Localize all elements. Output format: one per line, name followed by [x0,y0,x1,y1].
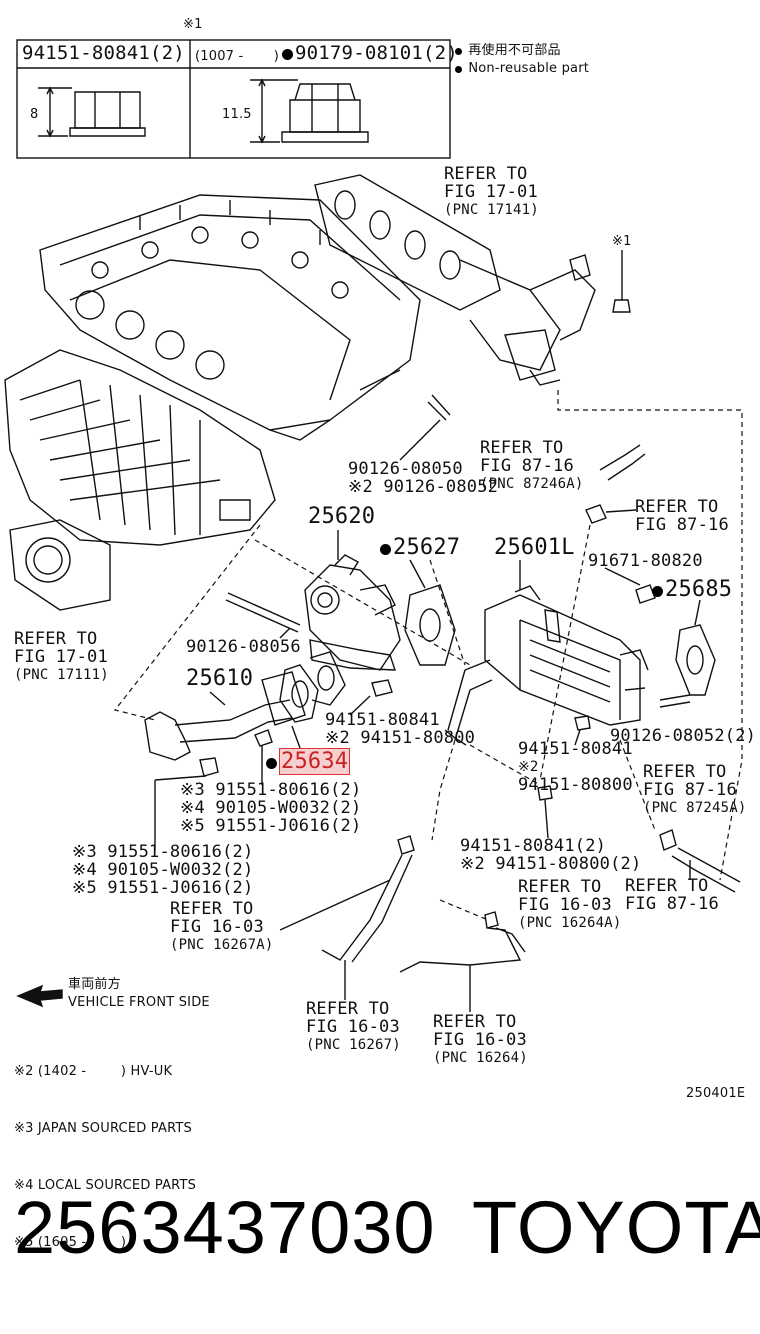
label-90126-08050: 90126-08050※2 90126-08052 [348,459,499,497]
non-reusable-dot-icon [652,586,663,597]
nut-drawing-c [574,715,591,731]
label-25610: 25610 [186,666,254,691]
clamp-drawing-a [397,835,415,855]
gasket-drawing-c [675,624,716,696]
label-94151-mid: 94151-80841※2 94151-80800 [325,710,476,748]
label-25685: 25685 [652,579,732,601]
footnote: ※3 JAPAN SOURCED PARTS [14,1121,192,1136]
clamp-drawing-b [484,911,499,929]
label-90126-08056: 90126-08056 [186,637,301,657]
legend-top-mark: ※1 [183,17,203,32]
label-x1-right: ※1 [612,234,632,249]
label-25601L: 25601L [494,535,575,560]
label-94151-lower: 94151-80841(2)※2 94151-80800(2) [460,836,642,874]
front-side-en: VEHICLE FRONT SIDE [68,995,210,1010]
non-reusable-dot-icon [282,49,293,60]
label-91671-80820: 91671-80820 [588,551,703,571]
bullet-dot-icon [455,66,462,73]
cylinder-head-drawing [39,194,421,441]
notice-jp: 再使用不可部品 [455,42,561,60]
hose-drawing-c [399,927,526,973]
front-arrow-icon [16,984,63,1008]
label-25634: 25634 [266,748,351,775]
hose-drawing-a [599,444,646,481]
notice-en: Non-reusable part [455,60,589,78]
non-reusable-dot-icon [380,544,391,555]
legend-cell2-note: (1007 - ) [195,49,279,64]
clamp-drawing-c [659,829,677,851]
egr-pipe-drawing [144,671,306,761]
label-25627: 25627 [380,537,460,559]
bolt-drawing-c [635,584,656,604]
non-reusable-dot-icon [266,758,277,769]
pipe-drawing-a [447,659,493,741]
gasket-drawing-a [404,584,456,666]
gasket-drawing-b [279,651,346,723]
hose-drawing-d [671,847,741,893]
flange-nut-icon-2 [250,78,369,144]
intake-manifold-drawing [4,349,276,611]
bolt-drawing-b [199,757,219,777]
bullet-dot-icon [455,48,462,55]
figure-code: 250401E [686,1086,746,1101]
label-25620: 25620 [308,504,376,529]
nut-drawing-b [371,679,393,697]
footnote: ※5 (1605 - ) [14,1235,127,1250]
flange-nut-icon-1 [38,86,146,138]
label-91551-group-left: ※3 91551-80616(2)※4 90105-W0032(2)※5 915… [72,842,254,898]
legend-dim2: 11.5 [222,107,252,122]
stud-drawing-c [659,694,691,708]
label-91551-group-mid: ※3 91551-80616(2)※4 90105-W0032(2)※5 915… [180,780,362,836]
footer-part-number: 2563437030 [14,1186,436,1269]
stud-drawing-a [427,394,451,421]
hose-drawing-b [321,854,413,963]
footnotes: ※2 (1402 - ) HV-UK ※3 JAPAN SOURCED PART… [14,1024,196,1271]
label-90126-08052: 90126-08052(2) [610,726,757,746]
stud-drawing-b [225,592,301,633]
footnote: ※4 LOCAL SOURCED PARTS [14,1178,197,1193]
nut-drawing-a [612,299,631,313]
bolt-drawing-a [254,729,273,760]
footer-brand: TOYOTA [472,1186,760,1269]
legend-dim1: 8 [30,107,39,122]
legend-cell2-part: 90179-08101(2) [282,44,458,63]
egr-valve-drawing [304,554,401,671]
legend-box-frame [16,39,451,159]
legend-cell1-part: 94151-80841(2) [22,42,185,64]
footnote: ※2 (1402 - ) HV-UK [14,1064,173,1079]
front-side-jp: 車両前方 [68,977,121,992]
egr-cooler-drawing [484,585,649,726]
nut-drawing-d [537,785,553,801]
exhaust-manifold-drawing [314,174,596,386]
